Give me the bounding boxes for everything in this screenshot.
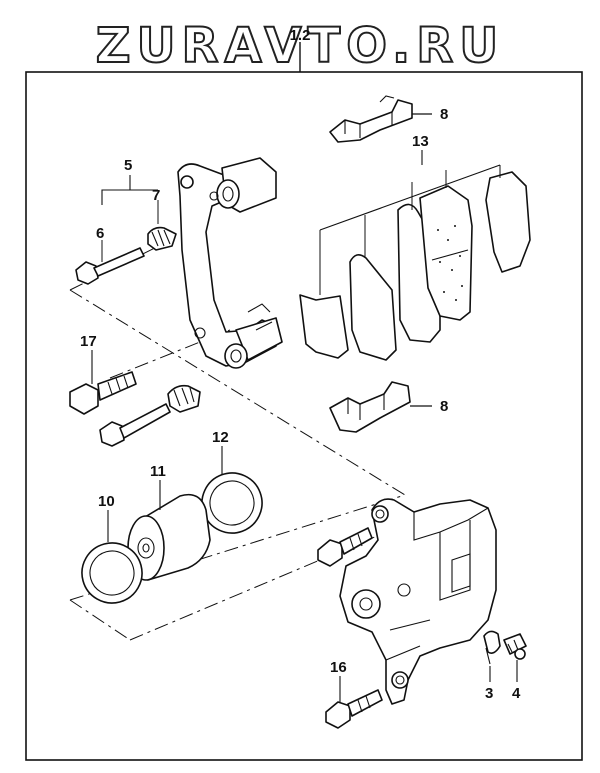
diagram-frame	[25, 71, 583, 761]
guide-pin-lower	[99, 384, 201, 447]
callout-17: 17	[80, 333, 97, 350]
callout-4: 4	[512, 685, 521, 702]
callout-16: 16	[330, 659, 347, 676]
callout-1-2: 1.2	[290, 27, 311, 44]
callout-8-bottom: 8	[440, 398, 448, 415]
brake-pad-set	[299, 171, 531, 361]
guide-pin-upper	[75, 226, 177, 285]
bleeder-cap	[483, 630, 501, 665]
anti-rattle-clip-bottom	[329, 381, 411, 433]
callout-13: 13	[412, 133, 429, 150]
anti-rattle-clip-top	[329, 95, 413, 143]
callout-6: 6	[96, 225, 104, 242]
watermark: ZURAVTO.RU	[96, 18, 504, 74]
callout-labels: 1.2 8 13 5 7 6 17 8 12 11 10 16 3 4	[80, 27, 521, 702]
callout-8-top: 8	[440, 106, 448, 123]
bolt-16	[325, 689, 383, 729]
callout-12: 12	[212, 429, 229, 446]
bolt-upper-caliper	[317, 527, 373, 567]
caliper-body	[339, 498, 497, 705]
bolt-17	[69, 371, 137, 415]
dust-boot	[81, 542, 143, 604]
callout-11: 11	[150, 463, 166, 480]
callout-5: 5	[124, 157, 132, 174]
bleeder-screw	[503, 633, 527, 660]
leader-5-bracket	[101, 175, 159, 262]
callout-7: 7	[152, 187, 160, 204]
leader-13	[319, 150, 501, 295]
callout-3: 3	[485, 685, 493, 702]
caliper-bracket	[177, 157, 283, 369]
callout-10: 10	[98, 493, 115, 510]
